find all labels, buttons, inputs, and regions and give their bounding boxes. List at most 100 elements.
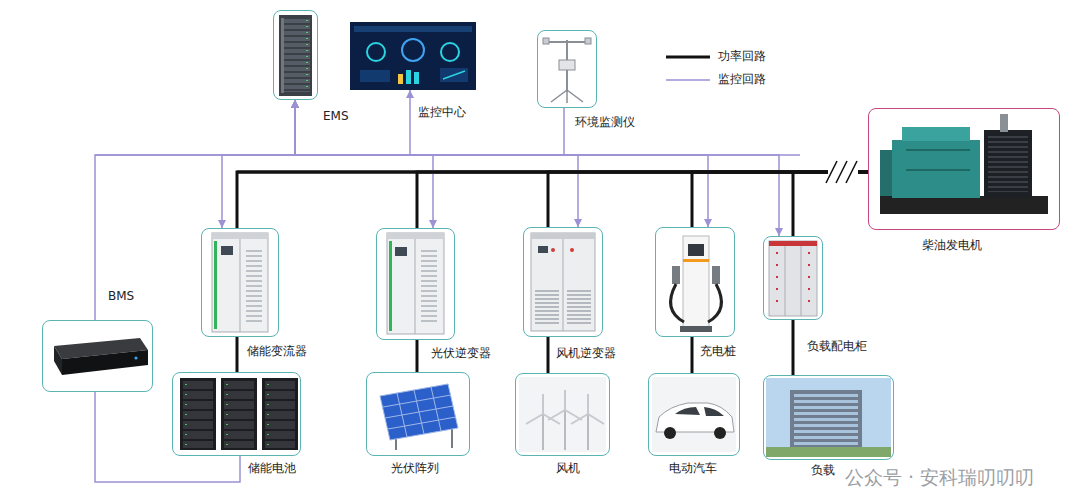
legend-sample (666, 75, 710, 85)
wind-turbines (587, 394, 589, 414)
node-label: 风机 (556, 461, 580, 475)
monitor-line (295, 100, 708, 227)
inverter-cabinet (531, 233, 595, 331)
diesel-generator-picture (988, 136, 1028, 192)
weather-station (559, 60, 575, 70)
wind-turbines (548, 410, 565, 420)
charger-pile (672, 266, 680, 284)
monitor-line (295, 90, 410, 155)
line-break-mark (846, 161, 857, 183)
battery-racks (262, 378, 298, 450)
node-label: 监控中心 (418, 105, 466, 119)
wind-turbines (571, 414, 588, 424)
weather-station (543, 38, 549, 44)
ems-box: EMS (273, 10, 318, 100)
legend-row: 功率回路 (666, 45, 766, 68)
monitor-line (295, 100, 564, 155)
wind-turbines (588, 414, 604, 424)
monitor-line (295, 100, 578, 227)
wind-turbines (587, 414, 589, 450)
distribution-cabinet (808, 252, 810, 305)
line-break-mark (836, 161, 847, 183)
solar-panel (388, 417, 456, 429)
battery-racks (185, 384, 187, 446)
converter-cabinet (212, 233, 268, 332)
monitor-line (295, 100, 433, 228)
inverter-cabinet (531, 233, 595, 239)
battery-racks (221, 378, 257, 450)
electric-car (652, 377, 736, 452)
converter-box: 储能变流器 (201, 228, 279, 337)
cabinet-box: 负载配电柜 (763, 236, 823, 320)
building-picture (766, 378, 891, 457)
solar-panel (385, 406, 453, 418)
electric-car (714, 427, 726, 439)
monitor-screen-picture (367, 43, 385, 61)
charger-pile (671, 284, 684, 322)
environment-monitor: 环境监测仪 (537, 30, 597, 108)
monitor-screen-picture (414, 72, 419, 84)
inverter-cabinet (415, 239, 416, 334)
bms-device (62, 350, 148, 375)
distribution-cabinet (769, 241, 817, 316)
power-line (547, 337, 550, 373)
bms-box: BMS (42, 320, 153, 392)
inverter-cabinet (535, 290, 559, 325)
battery-racks (180, 378, 298, 450)
distribution-cabinet (776, 252, 778, 305)
battery-racks (265, 381, 295, 448)
inverter-cabinet (538, 246, 548, 253)
line-break-mark (826, 161, 837, 183)
inverter-cabinet (563, 239, 564, 331)
inverter-cabinet (421, 250, 437, 324)
monitor-screen-picture (402, 39, 424, 61)
diesel-generator-picture (880, 150, 894, 196)
monitor-screen-picture (441, 43, 459, 61)
line-break-mark (826, 161, 858, 183)
monitor-line (222, 100, 295, 228)
converter-cabinet (212, 233, 268, 239)
inverter-cabinet (567, 290, 591, 325)
charger-pile (683, 259, 709, 262)
converter-cabinet (246, 250, 262, 322)
power-line (417, 172, 868, 228)
power-line (692, 172, 868, 227)
node-label: BMS (108, 289, 134, 303)
monitor-center: 监控中心 (350, 22, 476, 90)
inverter-cabinet (531, 233, 595, 331)
diesel-generator-picture (880, 114, 1048, 214)
node-label: 电动汽车 (669, 461, 717, 475)
weather-station (546, 41, 588, 43)
converter-cabinet (221, 246, 233, 255)
power-line (548, 172, 868, 227)
server-rack (281, 18, 284, 93)
solar-panel (380, 384, 458, 440)
battery-racks (267, 384, 269, 446)
distribution-cabinet (769, 241, 817, 316)
charger-pile (688, 244, 704, 256)
wind-turbines (519, 377, 606, 452)
bms-device (134, 356, 137, 359)
node-label: 储能电池 (248, 461, 296, 475)
node-label: 负载 (811, 463, 835, 477)
diesel-generator-picture (1000, 114, 1008, 132)
wind-turbines (519, 377, 606, 452)
weather-station (585, 38, 591, 44)
vehicle-box: 电动汽车 (648, 373, 740, 456)
monitor-screen-picture (354, 26, 472, 32)
inverter-cabinet (551, 248, 555, 252)
distribution-cabinet (785, 246, 786, 316)
wind-box: 风机 (515, 373, 610, 456)
inverter-box: 风机逆变器 (523, 227, 603, 337)
legend-row: 监控回路 (666, 68, 766, 91)
power-line (793, 172, 868, 236)
inverter-cabinet (570, 248, 574, 252)
node-label: 储能变流器 (247, 344, 307, 358)
charger-pile (671, 236, 722, 332)
inverter-cabinet (389, 241, 392, 331)
legend-sample (666, 52, 710, 62)
weather-station (543, 38, 591, 103)
diesel-generator-picture (902, 127, 970, 141)
